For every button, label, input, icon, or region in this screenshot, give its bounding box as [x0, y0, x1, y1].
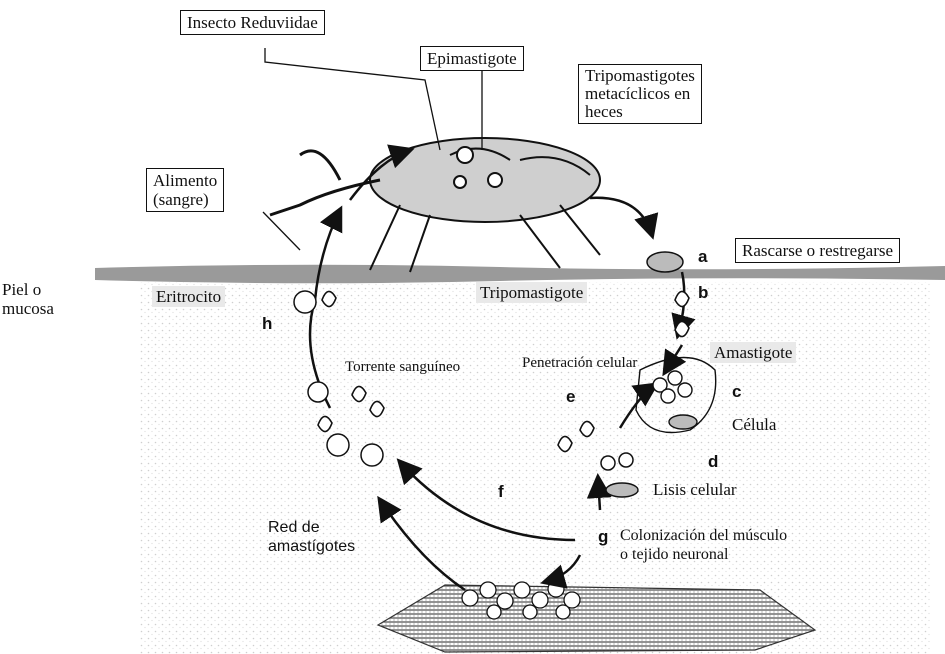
amastigote-network-line-2: amastígotes: [268, 537, 355, 556]
feces-drop: [647, 252, 683, 272]
skin-line-2: mucosa: [2, 299, 54, 318]
bloodstream-label: Torrente sanguíneo: [345, 358, 460, 377]
trypomastigotes-feces-line-3: heces: [585, 103, 695, 121]
trypomastigotes-feces-line-1: Tripomastigotes: [585, 67, 695, 85]
colonization-label: Colonización del músculo o tejido neuron…: [620, 526, 787, 564]
skin-surface: [95, 265, 945, 284]
trypomastigote-label: Tripomastigote: [476, 282, 587, 303]
food-blood-line-2: (sangre): [153, 190, 217, 209]
stage-letter-h: h: [262, 314, 272, 334]
muscle-fiber: [378, 585, 815, 652]
amastigote-network-line-1: Red de: [268, 518, 355, 537]
amastigote-label: Amastigote: [710, 342, 796, 363]
food-blood-label: Alimento (sangre): [146, 168, 224, 212]
cell-penetration-label: Penetración celular: [522, 354, 637, 373]
scratch-label: Rascarse o restregarse: [735, 238, 900, 263]
erythrocyte-label: Eritrocito: [152, 286, 225, 307]
trypomastigotes-feces-line-2: metacíclicos en: [585, 85, 695, 103]
trypomastigotes-feces-label: Tripomastigotes metacíclicos en heces: [578, 64, 702, 124]
colonization-line-2: o tejido neuronal: [620, 545, 787, 564]
food-blood-line-1: Alimento: [153, 171, 217, 190]
skin-mucosa-label: Piel o mucosa: [2, 280, 54, 318]
stage-letter-c: c: [732, 382, 741, 402]
insect-label: Insecto Reduviidae: [180, 10, 325, 35]
colonization-line-1: Colonización del músculo: [620, 526, 787, 545]
amastigote-network-label: Red de amastígotes: [268, 518, 355, 556]
stage-letter-e: e: [566, 387, 575, 407]
cell-label: Célula: [732, 415, 776, 434]
stage-letter-d: d: [708, 452, 718, 472]
stage-letter-b: b: [698, 283, 708, 303]
reduviid-insect: [270, 138, 600, 272]
cell-lysis-label: Lisis celular: [653, 480, 737, 499]
stage-letter-g: g: [598, 527, 608, 547]
stage-letter-a: a: [698, 247, 707, 267]
skin-line-1: Piel o: [2, 280, 54, 299]
epimastigote-label: Epimastigote: [420, 46, 524, 71]
stage-letter-f: f: [498, 482, 504, 502]
